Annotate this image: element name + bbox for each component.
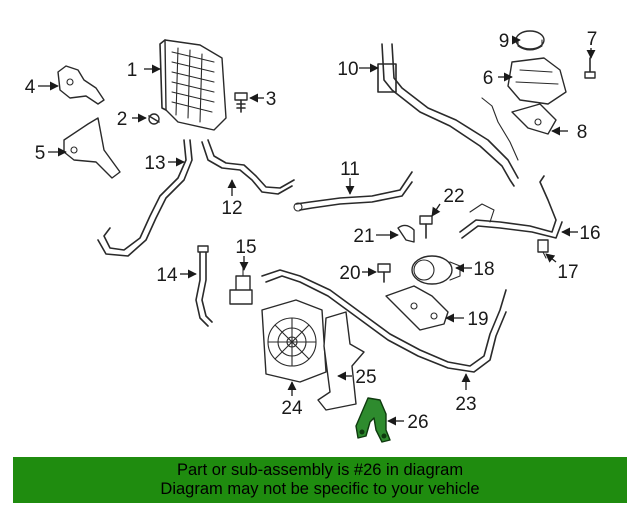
- part-24-fan-unit: [261, 299, 327, 383]
- callout-9: 9: [499, 31, 510, 52]
- callout-12: 12: [221, 198, 242, 219]
- part-13-hose: [97, 139, 193, 257]
- callout-5: 5: [35, 143, 46, 164]
- callout-7: 7: [587, 29, 598, 50]
- part-23-pipe: [261, 269, 507, 373]
- callout-14: 14: [156, 265, 178, 286]
- callout-21: 21: [353, 226, 374, 247]
- part-8-bracket: [511, 103, 557, 135]
- part-9-cap: [515, 30, 545, 51]
- part-21-clamp: [397, 224, 415, 243]
- part-6-tank: [507, 57, 567, 105]
- part-7-bolt: [584, 57, 596, 79]
- part-15-valve: [229, 265, 253, 305]
- callout-17: 17: [557, 262, 578, 283]
- callout-13: 13: [144, 153, 165, 174]
- part-14-hose: [195, 245, 213, 327]
- part-10-hose: [377, 43, 519, 187]
- callout-labels: 1 2 3 4 5 6 7 8 9 10 11 12 13 14 15 16 1…: [25, 29, 601, 433]
- callout-22: 22: [443, 186, 464, 207]
- banner-line-2: Diagram may not be specific to your vehi…: [160, 480, 480, 498]
- part-22-bolt: [419, 215, 433, 239]
- callout-26: 26: [407, 412, 428, 433]
- callout-8: 8: [577, 122, 588, 143]
- callout-6: 6: [483, 68, 494, 89]
- part-3-bolt: [234, 92, 248, 113]
- part-18-pump: [411, 255, 461, 285]
- callout-19: 19: [467, 309, 488, 330]
- callout-15: 15: [235, 237, 256, 258]
- part-4-bracket: [57, 65, 105, 105]
- part-20-bolt: [377, 263, 391, 283]
- part-12-hose: [201, 139, 295, 195]
- info-banner: Part or sub-assembly is #26 in diagram D…: [13, 457, 627, 503]
- callout-3: 3: [266, 89, 277, 110]
- callout-leaders: [38, 35, 596, 426]
- callout-20: 20: [339, 263, 360, 284]
- callout-4: 4: [25, 77, 36, 98]
- part-2-bolt: [148, 113, 160, 125]
- callout-18: 18: [473, 259, 494, 280]
- callout-16: 16: [579, 223, 600, 244]
- part-26-bracket-highlighted[interactable]: [355, 397, 391, 443]
- part-16-hose: [459, 175, 563, 239]
- callout-1: 1: [127, 60, 138, 81]
- part-1-reservoir: [159, 39, 227, 131]
- part-11-pipe: [293, 171, 413, 212]
- callout-10: 10: [337, 59, 358, 80]
- callout-23: 23: [455, 394, 476, 415]
- callout-25: 25: [355, 367, 376, 388]
- callout-24: 24: [281, 398, 303, 419]
- parts-diagram: 1 2 3 4 5 6 7 8 9 10 11 12 13 14 15 16 1…: [25, 29, 601, 443]
- part-25-bracket: [317, 311, 365, 411]
- banner-line-1: Part or sub-assembly is #26 in diagram: [176, 461, 464, 479]
- callout-11: 11: [340, 159, 360, 180]
- part-17-fitting: [537, 239, 549, 259]
- part-19-bracket: [385, 285, 449, 331]
- part-5-bracket: [63, 117, 121, 179]
- callout-2: 2: [117, 109, 128, 130]
